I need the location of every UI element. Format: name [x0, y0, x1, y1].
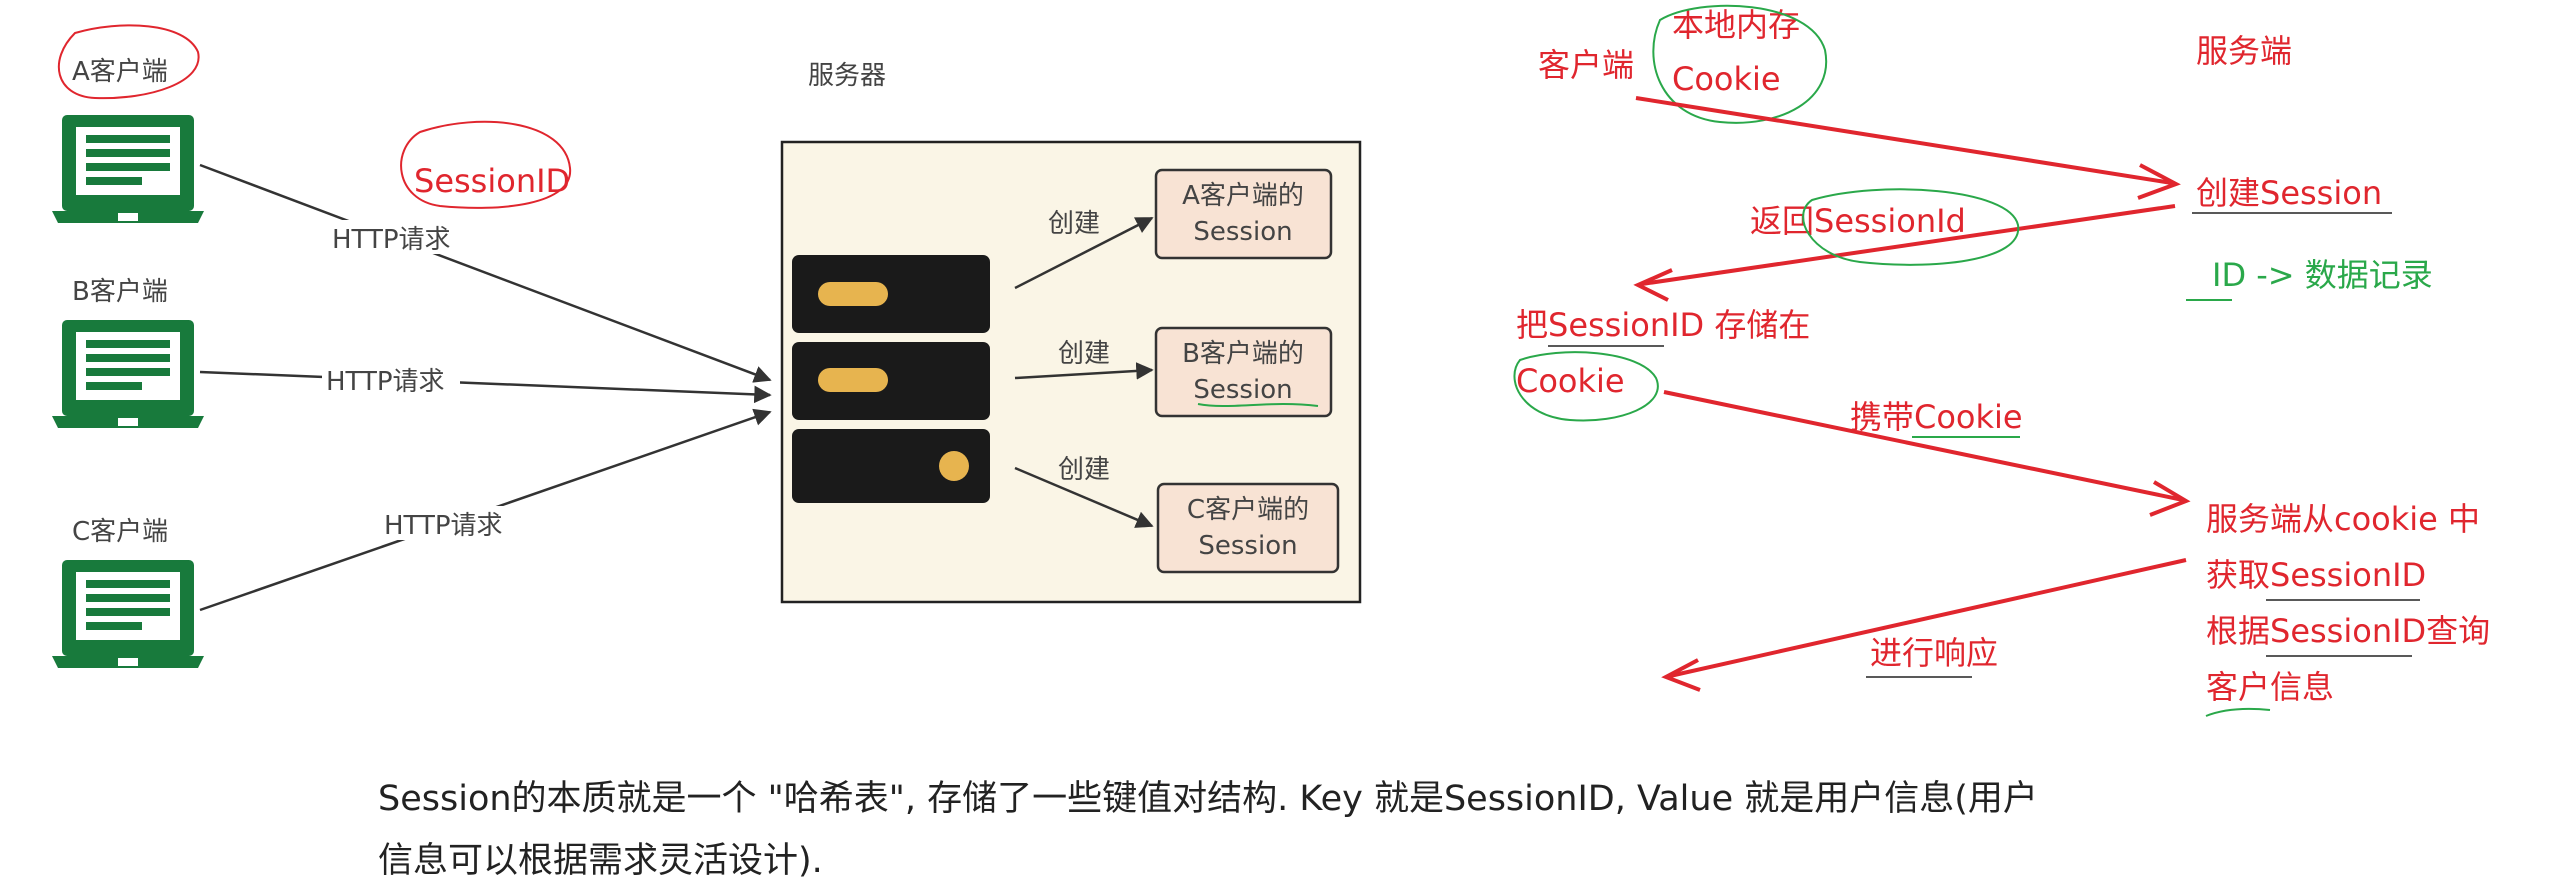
request-arrow	[1635, 96, 2173, 185]
session-a-line1: A客户端的	[1182, 181, 1304, 211]
create-label-c: 创建	[1058, 455, 1110, 485]
return-arrow	[1641, 204, 2176, 286]
create-label-b: 创建	[1058, 339, 1110, 369]
session-c-line1: C客户端的	[1187, 495, 1309, 525]
session-c-line2: Session	[1198, 531, 1297, 561]
session-b-line2: Session	[1193, 375, 1292, 405]
http-arrow-a	[199, 163, 772, 383]
id-record: ID -> 数据记录	[2212, 256, 2433, 294]
http-label-a: HTTP请求	[332, 225, 451, 255]
session-box-c	[1156, 482, 1340, 574]
create-arrow-a	[1014, 216, 1154, 290]
server-rack-icon	[792, 255, 990, 503]
carry-arrow	[1663, 390, 2184, 502]
session-a-line2: Session	[1193, 217, 1292, 247]
create-label-a: 创建	[1048, 209, 1100, 239]
http-label-b: HTTP请求	[326, 367, 445, 397]
server-lookup-line4: 客户信息	[2206, 668, 2334, 706]
client-a-laptop-icon	[52, 115, 204, 223]
carry-cookie: 携带Cookie	[1850, 398, 2023, 436]
client-c-laptop-icon	[52, 560, 204, 668]
local-storage-line1: 本地内存	[1672, 6, 1800, 44]
server-lookup-line2: 获取SessionID	[2206, 556, 2426, 594]
caption-text: Session的本质就是一个 "哈希表", 存储了一些键值对结构. Key 就是…	[378, 779, 2038, 877]
server-title: 服务器	[808, 61, 886, 91]
create-arrow-c	[1014, 466, 1154, 528]
store-line2: Cookie	[1516, 362, 1625, 400]
store-cookie-circle	[1513, 351, 1659, 422]
request-arrowhead	[2137, 163, 2181, 200]
local-storage-line2: Cookie	[1672, 60, 1781, 98]
create-arrow-b	[1014, 362, 1154, 380]
return-sessionid: 返回SessionId	[1750, 202, 1966, 240]
sessionid-note-circle	[400, 120, 572, 209]
respond-label: 进行响应	[1870, 634, 1998, 672]
return-sessionid-circle	[1802, 188, 2020, 266]
client-label: 客户端	[1538, 46, 1634, 84]
session-box-b	[1154, 326, 1333, 418]
respond-arrow	[1669, 558, 2187, 678]
server-label: 服务端	[2196, 32, 2292, 70]
local-storage-circle	[1652, 4, 1828, 124]
sessionid-note: SessionID	[414, 162, 570, 200]
client-a-circle	[57, 24, 200, 100]
client-a-label: A客户端	[72, 57, 168, 87]
carry-arrowhead	[2149, 480, 2191, 517]
client-b-laptop-icon	[52, 320, 204, 428]
create-session: 创建Session	[2196, 174, 2382, 212]
http-label-c: HTTP请求	[384, 511, 503, 541]
http-arrow-b	[199, 370, 772, 404]
return-arrowhead	[1633, 268, 1673, 302]
respond-arrowhead	[1661, 658, 1701, 692]
store-line1: 把SessionID 存储在	[1516, 306, 1810, 344]
session-b-line1: B客户端的	[1182, 339, 1304, 369]
client-c-label: C客户端	[72, 517, 168, 547]
session-box-a	[1154, 168, 1333, 260]
server-lookup-line1: 服务端从cookie 中	[2206, 500, 2480, 538]
lookup-underline-3	[2205, 707, 2271, 717]
session-b-underline	[1197, 403, 1319, 407]
server-lookup-line3: 根据SessionID查询	[2206, 612, 2490, 650]
client-b-label: B客户端	[72, 277, 168, 307]
